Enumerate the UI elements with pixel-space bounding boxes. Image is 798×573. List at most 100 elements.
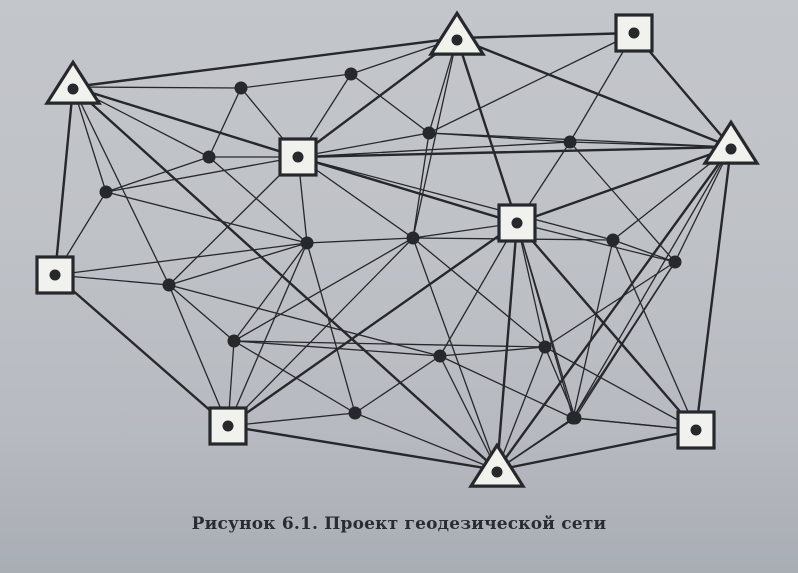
edge-T3-d5 <box>428 132 732 148</box>
edge-d3-d7 <box>208 156 308 244</box>
edge-d6-d11 <box>569 141 676 263</box>
dot-node-d14 <box>348 406 362 420</box>
nodes-layer <box>35 10 760 488</box>
dot-node-d1 <box>234 81 248 95</box>
edge-T3-S4 <box>515 145 733 225</box>
dot-node-d9 <box>406 231 420 245</box>
edge-S3-S5 <box>53 273 230 428</box>
edge-d10-d11 <box>612 239 676 263</box>
edge-T1-S2 <box>71 85 300 159</box>
dot-node-d13 <box>227 334 241 348</box>
dot-node-d3 <box>202 150 216 164</box>
edge-d9-d16 <box>412 237 546 348</box>
dot-node-d17 <box>568 411 582 425</box>
edge-d7-d8 <box>168 242 308 286</box>
edge-d8-S5 <box>168 284 229 427</box>
edge-T4-S6 <box>495 428 698 472</box>
edge-S4-d11 <box>516 222 676 263</box>
edge-S2-d6 <box>297 141 571 158</box>
edge-S4-d17 <box>516 222 576 419</box>
edge-d9-S5 <box>227 237 414 427</box>
dot-node-d11 <box>668 255 682 269</box>
edge-d17-T4 <box>496 417 576 471</box>
edge-d1-d2 <box>240 73 352 89</box>
edge-d13-d15 <box>233 340 441 357</box>
edge-d13-d16 <box>233 340 546 348</box>
edge-d13-d14 <box>233 340 356 414</box>
edge-d14-d15 <box>354 355 441 414</box>
edge-T3-d11 <box>674 146 732 263</box>
edge-d10-d12 <box>572 239 614 419</box>
square-node-S4 <box>497 203 537 243</box>
edge-d3-d4 <box>105 156 210 193</box>
square-node-S1 <box>614 13 654 53</box>
edge-T3-S6 <box>694 145 733 432</box>
edges-layer <box>53 31 733 472</box>
edge-S1-d5 <box>428 32 635 134</box>
dot-node-d8 <box>162 278 176 292</box>
edge-d14-T4 <box>354 412 498 471</box>
edge-T3-T4 <box>495 145 733 472</box>
edge-d16-T4 <box>496 346 546 471</box>
edge-d15-d12 <box>439 355 574 419</box>
edge-d4-d7 <box>105 191 308 244</box>
edge-S3-d7 <box>54 242 308 276</box>
edge-d1-d3 <box>208 87 242 158</box>
dot-node-d16 <box>538 340 552 354</box>
edge-d16-S6 <box>544 346 697 431</box>
edge-T1-d8 <box>72 86 170 286</box>
edge-d11-d16 <box>544 261 676 348</box>
edge-T1-S3 <box>53 85 75 277</box>
edge-d2-d5 <box>350 73 430 134</box>
figure-caption: Рисунок 6.1. Проект геодезической сети <box>191 514 607 534</box>
edge-d16-d17 <box>544 346 576 419</box>
dot-node-d7 <box>300 236 314 250</box>
edge-d4-S2 <box>105 156 299 193</box>
edge-S2-S4 <box>296 155 519 225</box>
edge-S5-T4 <box>226 424 499 472</box>
edge-d10-S6 <box>612 239 697 431</box>
edge-T3-d12 <box>572 146 732 419</box>
edge-d15-d16 <box>439 346 546 357</box>
dot-node-d5 <box>422 126 436 140</box>
edge-d11-d17 <box>574 261 676 419</box>
edge-d5-d6 <box>428 132 571 143</box>
edge-T2-S4 <box>455 36 519 225</box>
triangle-node-T2 <box>428 10 486 56</box>
triangle-node-T1 <box>44 59 102 105</box>
triangle-node-T4 <box>468 442 526 488</box>
square-node-S3 <box>35 255 75 295</box>
edge-S4-d16 <box>516 222 546 348</box>
dot-node-d10 <box>606 233 620 247</box>
edge-S2-d5 <box>297 132 430 158</box>
edge-T2-S1 <box>455 31 636 40</box>
edge-S4-d15 <box>439 222 518 357</box>
edge-d9-T4 <box>412 237 498 471</box>
edge-T1-T2 <box>71 36 459 89</box>
dot-node-d2 <box>344 67 358 81</box>
edge-d15-T4 <box>439 355 498 471</box>
edge-d7-d13 <box>233 242 308 342</box>
edge-d7-S5 <box>227 242 308 427</box>
edge-S2-d8 <box>168 156 299 286</box>
edge-S4-S6 <box>515 221 698 432</box>
edge-T1-d1 <box>72 86 242 89</box>
edge-d7-d9 <box>306 237 414 244</box>
edge-T1-T4 <box>71 85 499 472</box>
triangle-node-T3 <box>702 119 760 165</box>
edge-T2-S2 <box>296 36 459 159</box>
dot-node-d15 <box>433 349 447 363</box>
square-node-S5 <box>208 406 248 446</box>
edge-d8-d13 <box>168 284 235 342</box>
edge-d17-S6 <box>574 417 697 431</box>
edge-S5-d14 <box>227 412 356 427</box>
dot-node-d6 <box>563 135 577 149</box>
dot-node-d4 <box>99 185 113 199</box>
edge-S2-d10 <box>297 156 614 241</box>
edge-S4-S5 <box>226 221 519 428</box>
edge-T3-S2 <box>296 145 733 159</box>
edge-d5-d9 <box>412 132 430 239</box>
square-node-S6 <box>676 410 716 450</box>
